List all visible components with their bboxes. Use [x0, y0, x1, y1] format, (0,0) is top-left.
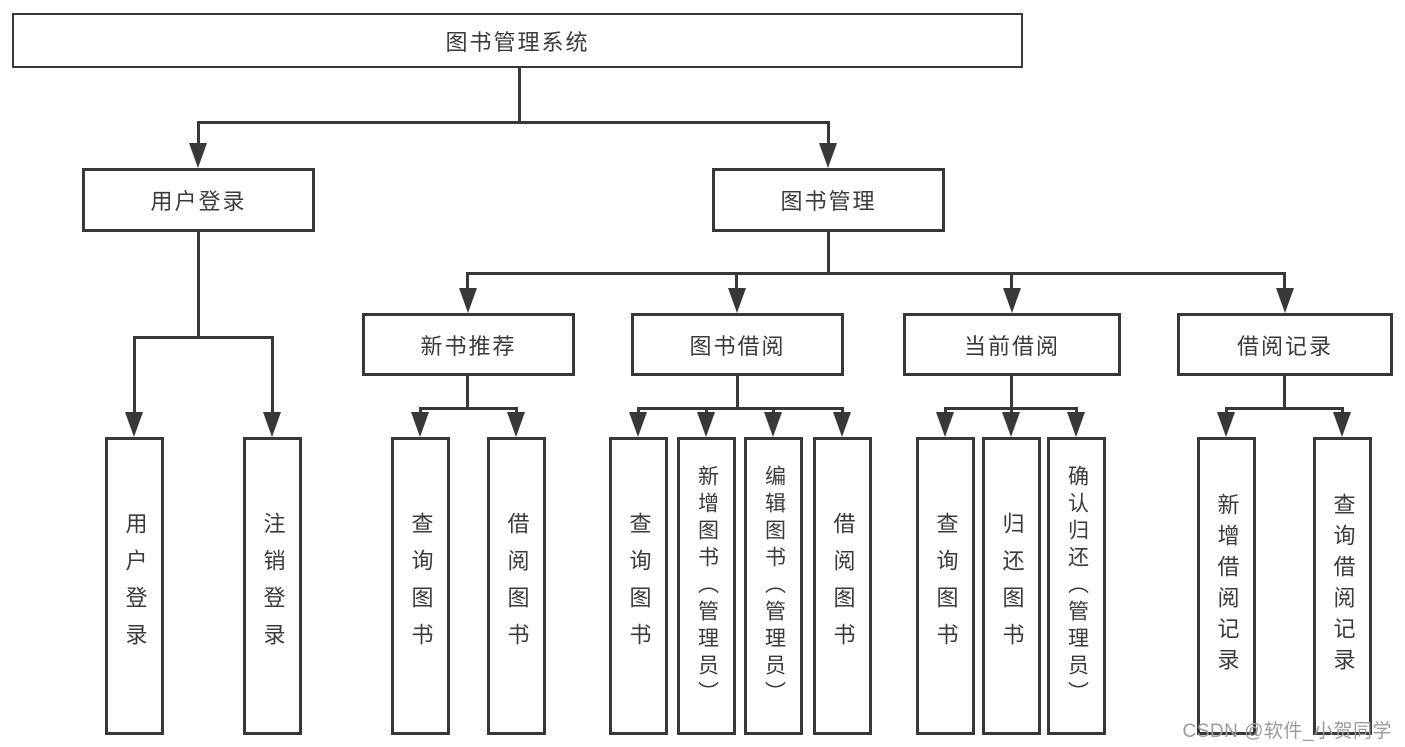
arrow-down-icon [1067, 412, 1085, 437]
connector-riser [466, 376, 469, 407]
connector-stem [772, 407, 775, 414]
leaf-add-borrow-record: 新增借阅记录 [1197, 437, 1256, 735]
connector-branch [1225, 407, 1344, 410]
connector-riser [736, 376, 739, 407]
arrow-down-icon [1002, 412, 1020, 437]
connector-stem [944, 407, 947, 414]
leaf-borrow-books-recommend: 借阅图书 [487, 437, 546, 735]
leaf-return-books: 归还图书 [982, 437, 1041, 735]
node-book-management: 图书管理 [712, 168, 945, 232]
arrow-down-icon [1276, 288, 1294, 313]
arrow-down-icon [411, 412, 429, 437]
connector-root-riser [518, 68, 521, 121]
connector-stem [637, 407, 640, 414]
node-current-borrowing: 当前借阅 [903, 313, 1121, 376]
connector-branch [419, 407, 518, 410]
leaf-borrow-books-borrow: 借阅图书 [813, 437, 872, 735]
leaf-query-books-recommend: 查询图书 [391, 437, 450, 735]
connector-root-branch [197, 121, 830, 124]
connector-riser [1010, 376, 1013, 407]
arrow-down-icon [1217, 412, 1235, 437]
arrow-down-icon [697, 412, 715, 437]
arrow-down-icon [459, 288, 477, 313]
leaf-user-login: 用户登录 [105, 437, 164, 735]
connector-stem [1283, 272, 1286, 289]
connector-mgmt-riser [827, 232, 830, 272]
leaf-confirm-return-admin: 确认归还（管理员） [1047, 437, 1106, 735]
arrow-down-icon [764, 412, 782, 437]
node-new-book-recommend: 新书推荐 [362, 313, 575, 376]
leaf-add-books-admin: 新增图书（管理员） [677, 437, 736, 735]
arrow-down-icon [189, 143, 207, 168]
leaf-edit-books-admin: 编辑图书（管理员） [744, 437, 803, 735]
connector-riser [1283, 376, 1286, 407]
arrow-down-icon [263, 412, 281, 437]
connector-stem [1010, 407, 1013, 414]
connector-stem [133, 336, 136, 413]
csdn-watermark: CSDN @软件_小贺同学 [1182, 721, 1392, 742]
connector-stem [1010, 272, 1013, 289]
arrow-down-icon [507, 412, 525, 437]
connector-login-riser [197, 232, 200, 336]
arrow-down-icon [936, 412, 954, 437]
node-borrowing-records: 借阅记录 [1177, 313, 1393, 376]
connector-stem [1075, 407, 1078, 414]
connector-stem [841, 407, 844, 414]
leaf-logout: 注销登录 [243, 437, 302, 735]
node-root: 图书管理系统 [12, 13, 1023, 68]
connector-mgmt-branch [466, 272, 1286, 275]
connector-stem [515, 407, 518, 414]
arrow-down-icon [125, 412, 143, 437]
connector-login-branch [133, 336, 274, 339]
arrow-down-icon [1003, 288, 1021, 313]
connector-branch [637, 407, 844, 410]
connector-stem [271, 336, 274, 413]
connector-stem [705, 407, 708, 414]
connector-stem [419, 407, 422, 414]
arrow-down-icon [833, 412, 851, 437]
arrow-down-icon [728, 288, 746, 313]
connector-stem [1341, 407, 1344, 414]
connector-stem [827, 121, 830, 144]
connector-stem [735, 272, 738, 289]
leaf-query-books-current: 查询图书 [916, 437, 975, 735]
leaf-query-borrow-record: 查询借阅记录 [1313, 437, 1372, 735]
node-user-login: 用户登录 [82, 168, 315, 232]
arrow-down-icon [1333, 412, 1351, 437]
connector-stem [197, 121, 200, 144]
arrow-down-icon [819, 143, 837, 168]
arrow-down-icon [629, 412, 647, 437]
connector-stem [466, 272, 469, 289]
connector-stem [1225, 407, 1228, 414]
node-book-borrowing: 图书借阅 [631, 313, 844, 376]
leaf-query-books-borrow: 查询图书 [609, 437, 668, 735]
